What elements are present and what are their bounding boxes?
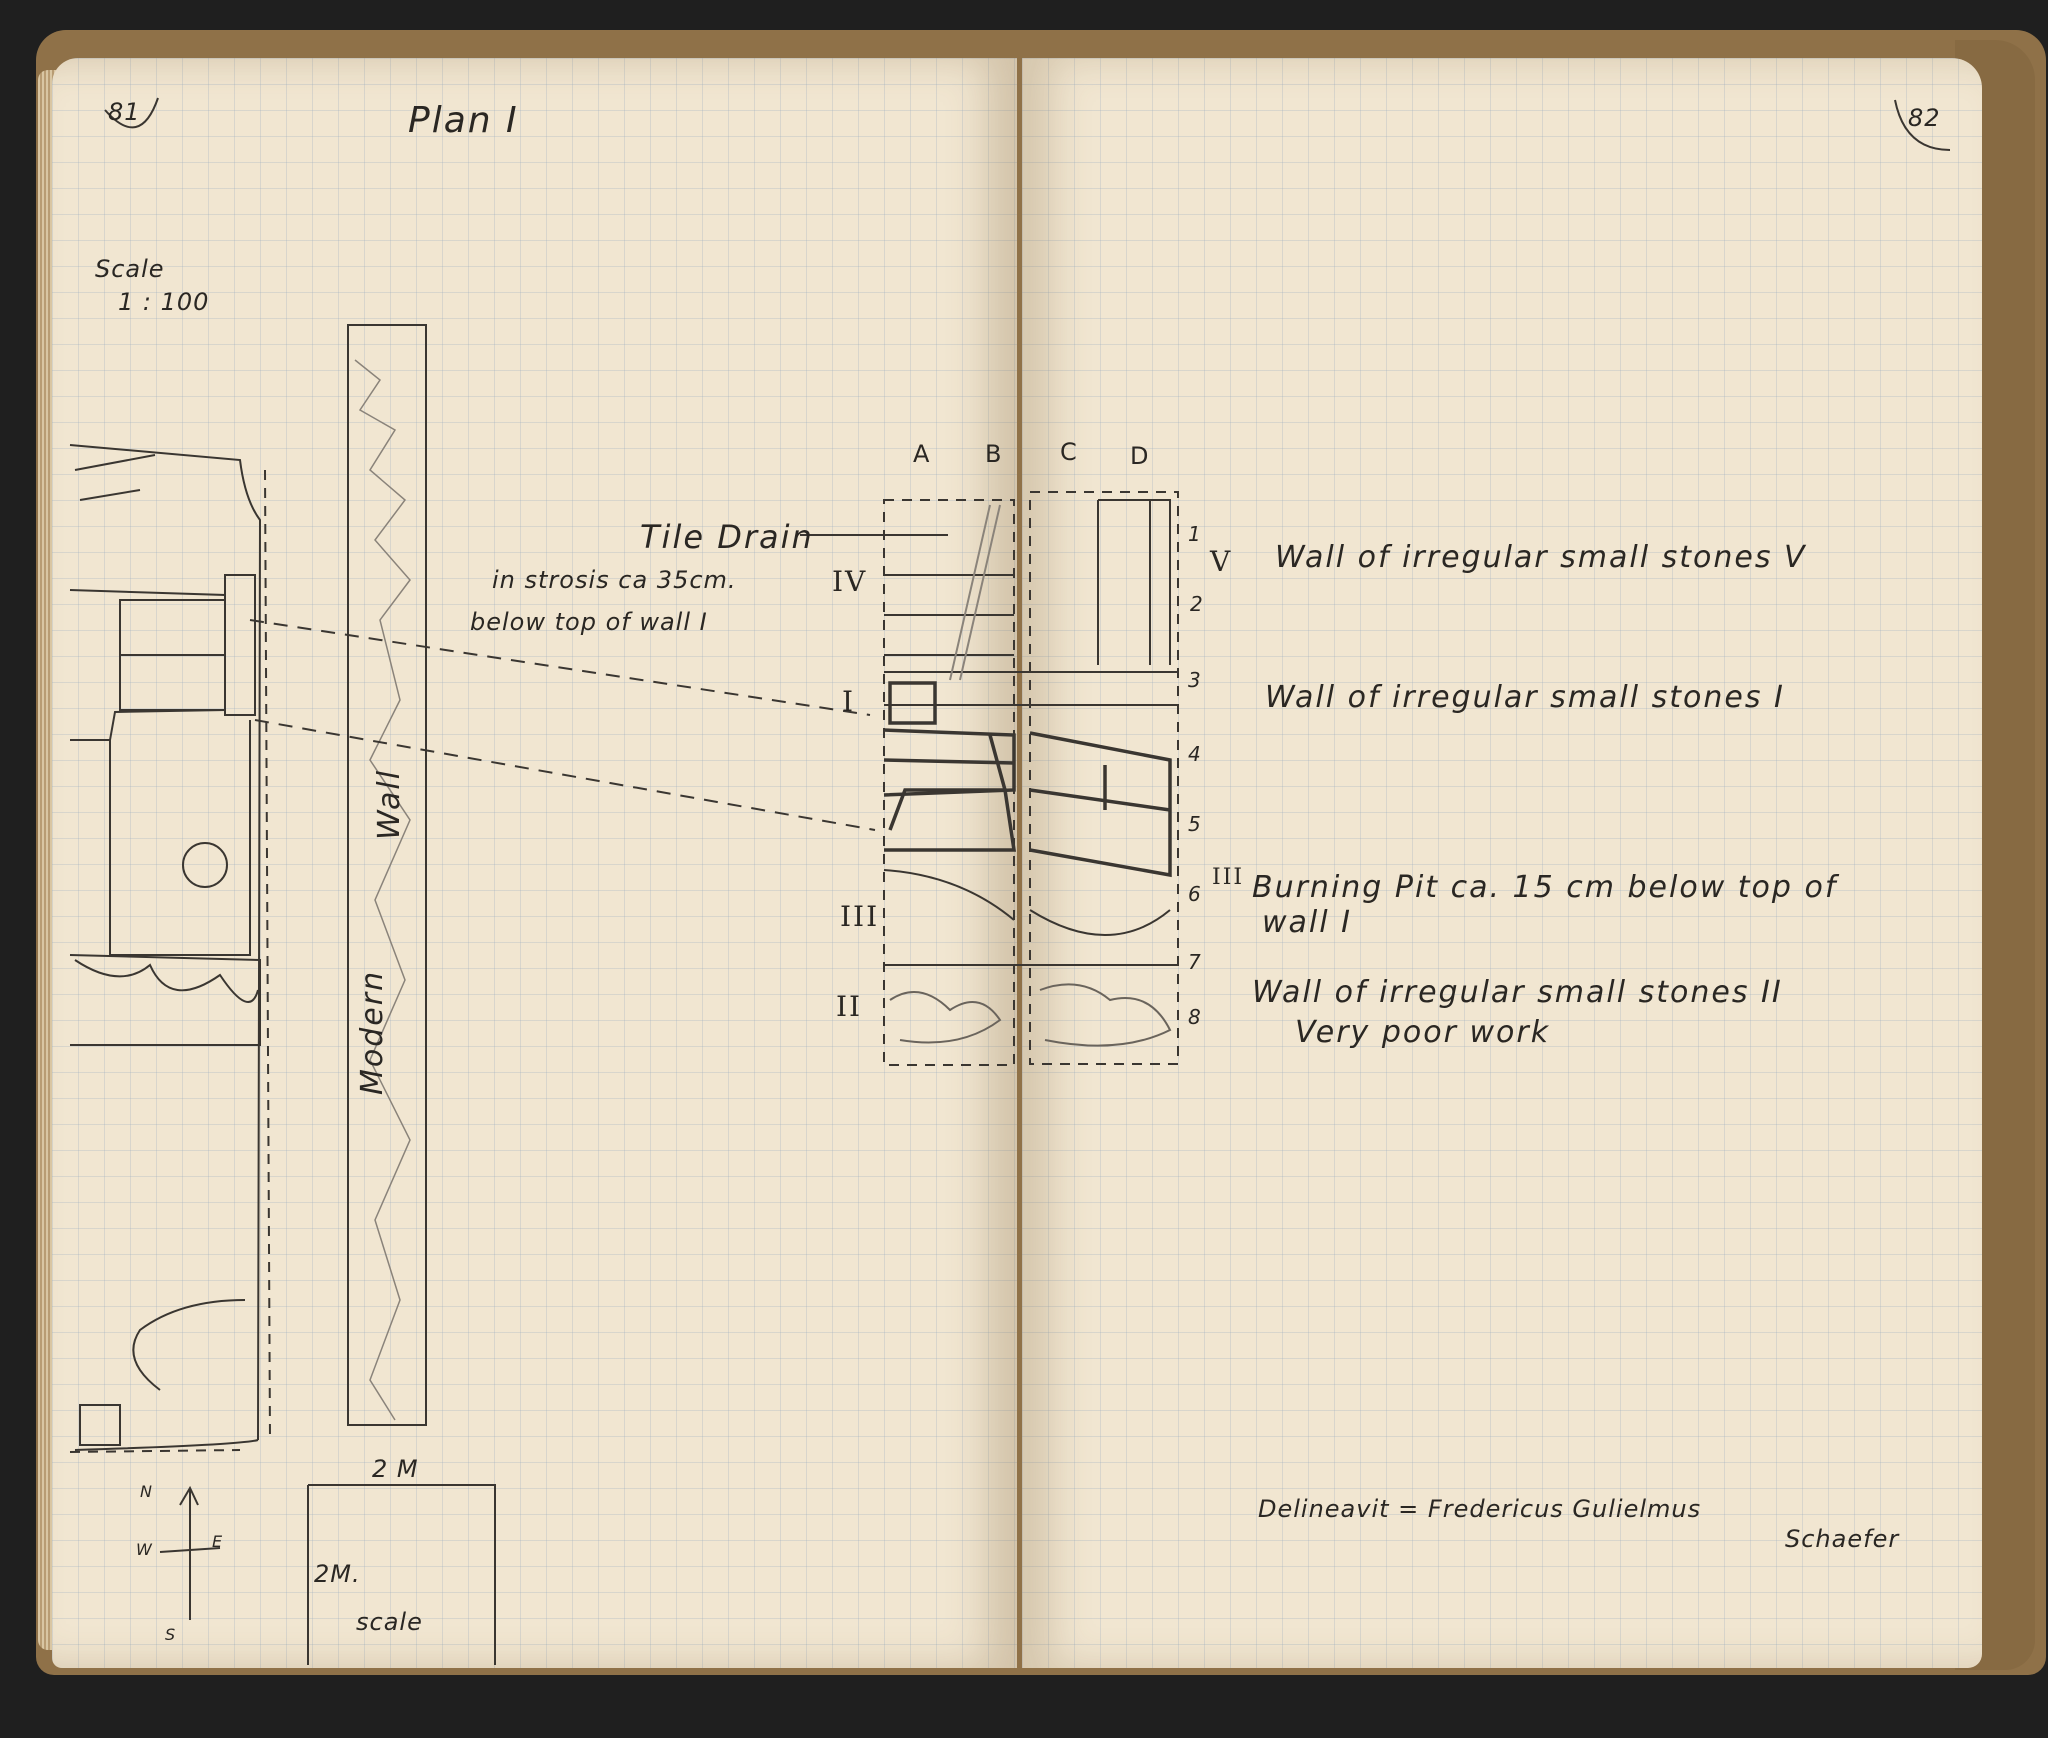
entry-3-numeral: III xyxy=(1212,865,1245,890)
entry-2-text: Wall of irregular small stones I xyxy=(1265,680,1785,715)
compass-n-label: N xyxy=(140,1482,153,1501)
entry-1-numeral: V xyxy=(1210,545,1233,578)
roman-iii: III xyxy=(840,900,880,933)
scale-bar-caption: scale xyxy=(356,1608,423,1636)
tile-drain-note-2: below top of wall I xyxy=(470,608,708,636)
entry-1-text: Wall of irregular small stones V xyxy=(1275,540,1807,575)
scale-bar-side: 2M. xyxy=(314,1560,361,1588)
page-number-right: 82 xyxy=(1908,104,1941,132)
wall-label-wall: Wall xyxy=(372,768,407,840)
section-row-3: 3 xyxy=(1188,668,1202,692)
section-row-6: 6 xyxy=(1188,882,1202,906)
section-col-c: C xyxy=(1060,438,1078,466)
compass-w-label: W xyxy=(136,1540,153,1559)
section-row-7: 7 xyxy=(1188,950,1202,974)
scale-label: Scale xyxy=(95,255,165,283)
entry-5-text: Wall of irregular small stones II xyxy=(1252,975,1783,1010)
page-edges xyxy=(38,70,56,1650)
section-row-4: 4 xyxy=(1188,742,1202,766)
entry-6-text: Very poor work xyxy=(1295,1015,1551,1050)
wall-label-modern: Modern xyxy=(355,969,390,1095)
roman-ii: II xyxy=(836,990,863,1023)
section-col-d: D xyxy=(1130,442,1150,470)
tile-drain-label: Tile Drain xyxy=(640,518,814,556)
section-row-8: 8 xyxy=(1188,1005,1202,1029)
scale-bar-top: 2 M xyxy=(372,1455,419,1483)
section-col-a: A xyxy=(913,440,931,468)
compass-s-label: S xyxy=(165,1625,177,1644)
entry-3-text: Burning Pit ca. 15 cm below top of xyxy=(1252,870,1838,905)
roman-i: I xyxy=(842,685,856,718)
page-number-left: 81 xyxy=(108,98,141,126)
entry-4-text: wall I xyxy=(1262,905,1352,940)
page-title: Plan I xyxy=(408,100,519,141)
compass-e-label: E xyxy=(212,1532,224,1551)
roman-iv: IV xyxy=(832,565,868,598)
signature-line-1: Delineavit = Fredericus Gulielmus xyxy=(1258,1495,1702,1523)
signature-line-2: Schaefer xyxy=(1785,1525,1900,1553)
section-row-5: 5 xyxy=(1188,812,1202,836)
tile-drain-note-1: in strosis ca 35cm. xyxy=(492,566,737,594)
section-row-1: 1 xyxy=(1188,522,1202,546)
section-col-b: B xyxy=(985,440,1003,468)
scale-ratio: 1 : 100 xyxy=(118,288,210,316)
right-page xyxy=(1022,58,1982,1668)
section-row-2: 2 xyxy=(1190,592,1204,616)
